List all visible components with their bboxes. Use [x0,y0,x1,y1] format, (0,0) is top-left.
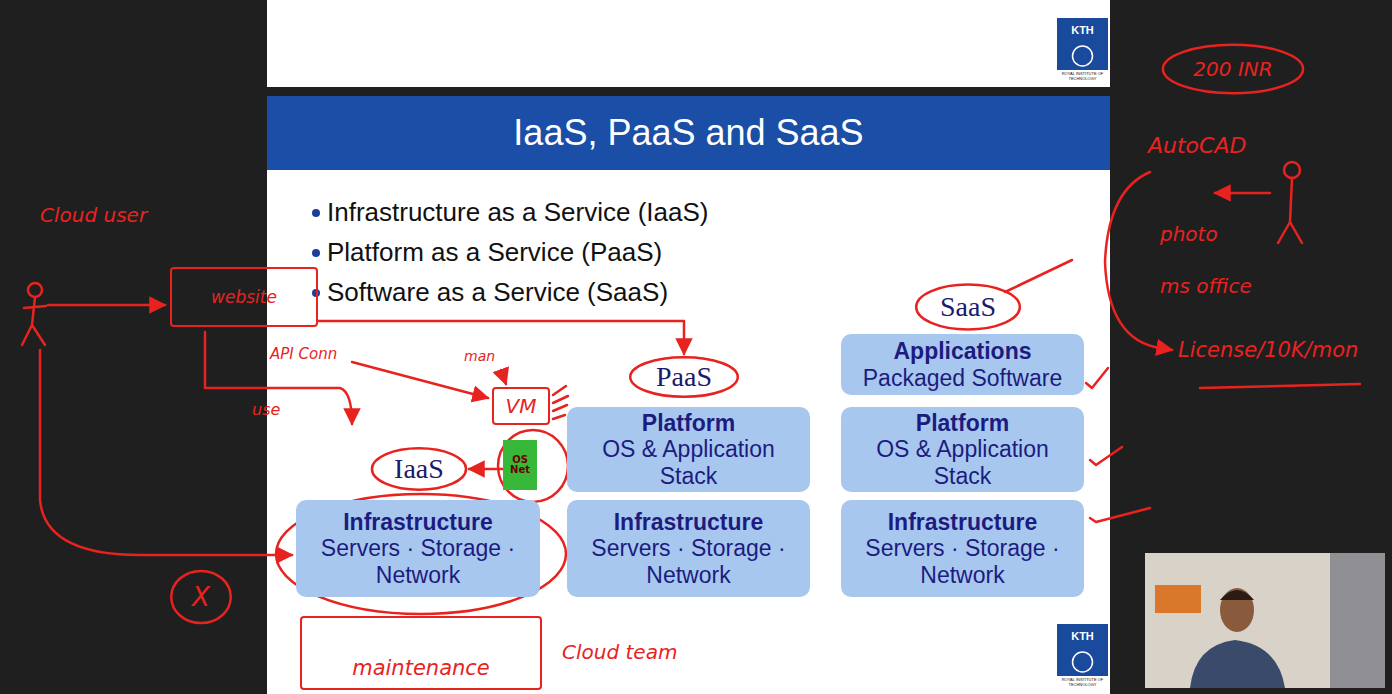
node-title: X [192,582,210,612]
tick [1090,508,1150,522]
handwritten-arrow [469,468,503,471]
service-layer-box: PlatformOS & Application Stack [567,407,810,492]
os-chip: OS Net [503,440,537,490]
node-title: 200 INR [1193,57,1272,81]
use-arrow [205,332,352,424]
handwritten-note: photo [1160,222,1218,246]
handwritten-circle: X [170,568,232,626]
user-infra-arrow [40,350,292,555]
webcam-hair [1220,590,1254,600]
api-arrow [352,362,488,398]
logo-text: KTH [1057,24,1108,36]
node-title: Platform [642,410,735,436]
handwritten-note: ms office [1160,274,1252,298]
kth-emblem [1073,46,1093,66]
title-band [267,96,1110,170]
iaas-circle [276,494,566,614]
tick [1086,368,1108,388]
node-title: IaaS [394,454,444,485]
webcam-frame [1145,553,1385,688]
slide-title: IaaS, PaaS and SaaS [267,96,1110,170]
handwritten-box: maintenance [300,616,542,690]
node-body: Servers · Storage · Network [575,535,802,588]
ellipse-stroke [372,448,466,489]
node-title: PaaS [656,362,712,393]
user-arrow [48,304,165,307]
bullet-text: Software as a Service (SaaS) [327,277,668,308]
stick-figure-head [1284,162,1300,178]
service-layer-box: InfrastructureServers · Storage · Networ… [841,500,1084,597]
tick [1090,447,1122,465]
stick-figure-body [22,297,46,345]
saas-pointer [1005,260,1072,292]
circled-label: SaaS [914,282,1022,332]
stick-figure-head [28,283,42,297]
logo-text: KTH [1057,630,1108,642]
handwritten-note: License/10K/mon [1178,338,1358,362]
webcam-head [1220,588,1254,632]
node-body: Packaged Software [863,365,1062,391]
webcam-thumbnail [1145,553,1385,688]
handwritten-note: AutoCAD [1148,133,1246,158]
node-title: website [211,287,277,307]
node-title: SaaS [940,292,996,323]
handwritten-note: Cloud user [40,203,147,227]
service-layer-box: InfrastructureServers · Storage · Networ… [296,500,540,597]
service-layer-box: InfrastructureServers · Storage · Networ… [567,500,810,597]
node-title: VM [506,394,537,418]
node-body: OS & Application Stack [575,436,802,489]
node-title: Infrastructure [343,509,493,535]
ellipse-stroke [1163,45,1303,94]
bullet [312,289,320,297]
man-arrow [501,370,506,384]
os-circle [498,430,568,502]
service-layer-box: PlatformOS & Application Stack [841,407,1084,492]
ellipse-stroke [171,571,231,623]
circled-label: IaaS [370,446,468,492]
handwritten-note: Cloud team [562,640,677,664]
handwritten-note: use [252,400,280,419]
node-title: Platform [916,410,1009,436]
bullet [312,249,320,257]
node-body: Servers · Storage · Network [849,535,1076,588]
logo-subtext: ROYAL INSTITUTE OF TECHNOLOGY [1056,72,1109,81]
webcam-painting [1155,585,1201,613]
bullet-text: Platform as a Service (PaaS) [327,237,662,268]
saas-bracket [1105,172,1172,350]
handwritten-note: man [464,348,495,364]
figure-arrow [1215,192,1270,195]
webcam-shoulders [1190,640,1285,688]
kth-logo [1057,18,1108,70]
node-title: maintenance [352,656,490,680]
kth-logo [1057,624,1108,676]
stick-figure-body [1278,178,1302,243]
service-layer-box: ApplicationsPackaged Software [841,334,1084,395]
slide-body [267,170,1110,694]
handwritten-circle: 200 INR [1160,42,1306,96]
node-title: Infrastructure [614,509,764,535]
node-title: OS Net [505,455,535,476]
slide-top [267,0,1110,87]
node-title: Infrastructure [888,509,1038,535]
handwritten-box: website [170,267,318,327]
ellipse-stroke [916,285,1020,330]
handwritten-arrow [318,321,684,354]
kth-emblem [1073,652,1093,672]
circled-label: PaaS [628,355,740,399]
ellipse-stroke [630,357,738,397]
handwritten-annotations [22,162,1360,614]
bullet [312,209,320,217]
node-body: Servers · Storage · Network [304,535,532,588]
node-title: Applications [893,338,1031,364]
vm-marks [553,386,568,419]
license-underline [1200,384,1360,388]
handwritten-note: API Conn [270,345,337,363]
handwritten-box: VM [492,387,550,425]
logo-subtext: ROYAL INSTITUTE OF TECHNOLOGY [1056,678,1109,687]
webcam-curtain [1330,553,1385,688]
bullet-text: Infrastructure as a Service (IaaS) [327,197,708,228]
node-body: OS & Application Stack [849,436,1076,489]
